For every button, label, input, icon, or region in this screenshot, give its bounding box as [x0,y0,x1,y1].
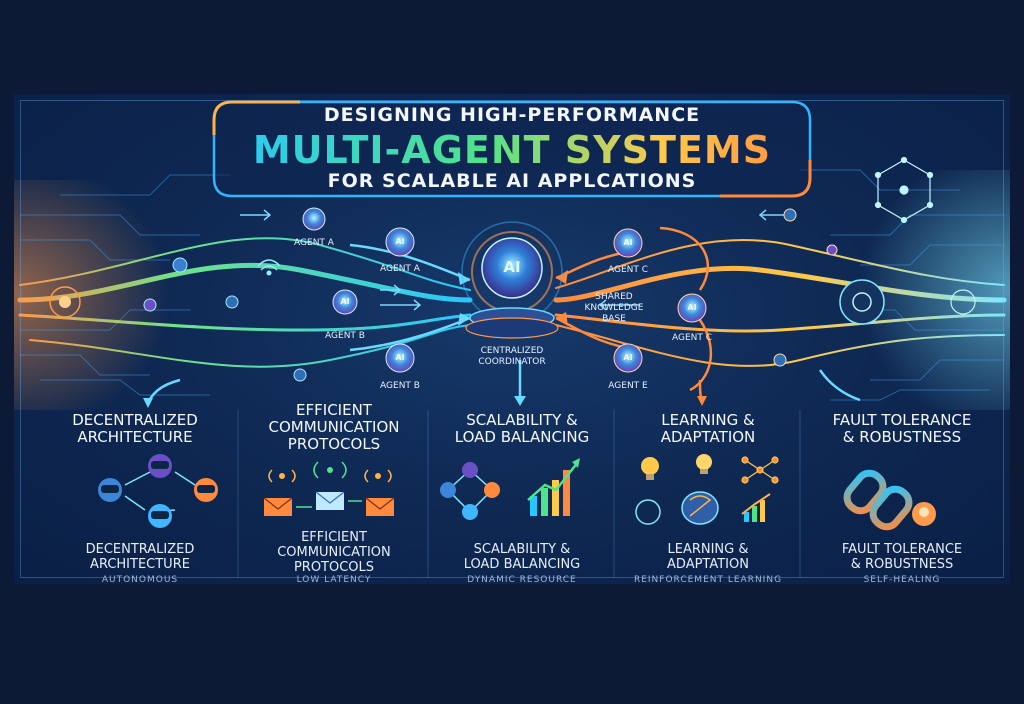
coordinator-line: CENTRALIZED [480,346,544,356]
wifi-icon [257,259,281,276]
heading-line: LOAD BALANCING [454,428,590,446]
core-ai-label: AI [503,258,521,276]
title-line-3: FOR SCALABLE AI APPLCATIONS [327,170,697,192]
broken-chain-icon [843,469,913,531]
scalability-icons [440,458,580,520]
bar-chart-icon [527,458,580,516]
data-streams [17,237,1007,368]
left-glow [14,180,274,410]
column-caption: LEARNING & ADAPTATION [616,542,800,572]
caption-line: COMMUNICATION [277,545,391,560]
title-line-1: DESIGNING HIGH-PERFORMANCE [323,104,701,126]
learning-icons [635,454,779,525]
title-block: DESIGNING HIGH-PERFORMANCE MULTI-AGENT S… [210,92,814,196]
column-caption: SCALABILITY & LOAD BALANCING [430,542,614,572]
column-heading: DECENTRALIZED ARCHITECTURE [40,412,230,446]
node-ai-label: AI [623,353,633,362]
caption-line: FAULT TOLERANCE [841,542,963,557]
network-icon-right [874,156,934,224]
heading-line: DECENTRALIZED [72,411,198,429]
column-heading: LEARNING & ADAPTATION [616,412,800,446]
heading-line: EFFICIENT [296,401,372,419]
column-detail: AUTONOMOUS [101,575,179,585]
heading-line: ARCHITECTURE [77,428,193,446]
caption-line: EFFICIENT [301,530,367,545]
node-ai-label: AI [687,303,697,312]
column-heading: FAULT TOLERANCE & ROBUSTNESS [802,412,1002,446]
communication-icons [263,461,395,516]
column-detail: LOW LATENCY [296,575,372,585]
title-frame [212,100,812,198]
caption-line: ADAPTATION [667,557,749,572]
circuit-traces-left [20,174,230,396]
node-ai-label: AI [395,237,405,246]
heading-line: SCALABILITY & [466,411,578,429]
arrow-heads [143,270,707,408]
column-detail: DYNAMIC RESOURCE [467,575,577,585]
heading-line: FAULT TOLERANCE [832,411,972,429]
title-line-2: MULTI-AGENT SYSTEMS [210,128,814,172]
knowledge-line: SHARED [595,292,633,302]
knowledge-base-label: SHARED KNOWLEDGE BASE [574,292,654,325]
brain-chip-icon-right [839,279,976,325]
agent-label: AGENT C [607,265,649,275]
caption-line: SCALABILITY & [473,542,571,557]
caption-line: ARCHITECTURE [90,557,190,572]
column-heading: SCALABILITY & LOAD BALANCING [430,412,614,446]
agent-nodes [302,207,707,373]
caption-line: LOAD BALANCING [463,557,581,572]
column-detail: SELF-HEALING [863,575,941,585]
agent-label: AGENT E [608,381,648,391]
node-ai-label: AI [395,353,405,362]
coordinator-label: CENTRALIZED COORDINATOR [470,346,554,368]
heading-line: LEARNING & [661,411,755,429]
heading-line: PROTOCOLS [287,435,381,453]
caption-line: PROTOCOLS [293,560,375,575]
column-caption: DECENTRALIZED ARCHITECTURE [40,542,240,572]
central-coordinator-node [461,221,563,339]
agent-label: AGENT B [380,381,420,391]
column-caption: EFFICIENT COMMUNICATION PROTOCOLS [240,530,428,575]
heading-line: ADAPTATION [660,428,756,446]
node-ai-label: AI [340,297,350,306]
agent-label: AGENT A [380,264,420,274]
column-dividers [237,410,801,578]
knowledge-line: BASE [602,314,626,324]
node-ai-label: AI [623,238,633,247]
column-heading: EFFICIENT COMMUNICATION PROTOCOLS [240,402,428,453]
chip-icon-left [49,286,81,318]
caption-line: & ROBUSTNESS [850,557,954,572]
knowledge-line: KNOWLEDGE [584,303,644,313]
column-detail: REINFORCEMENT LEARNING [633,575,783,585]
coordinator-line: COORDINATOR [478,357,546,367]
heading-line: & ROBUSTNESS [842,428,962,446]
column-caption: FAULT TOLERANCE & ROBUSTNESS [802,542,1002,572]
head-icon [912,502,936,526]
caption-line: DECENTRALIZED [85,542,195,557]
agent-label: AGENT B [325,331,365,341]
robot-icons [98,454,218,528]
agent-label: AGENT A [294,238,334,248]
agent-label: AGENT C [671,333,713,343]
tick-arrows [240,209,790,311]
caption-line: LEARNING & [667,542,749,557]
heading-line: COMMUNICATION [268,418,400,436]
